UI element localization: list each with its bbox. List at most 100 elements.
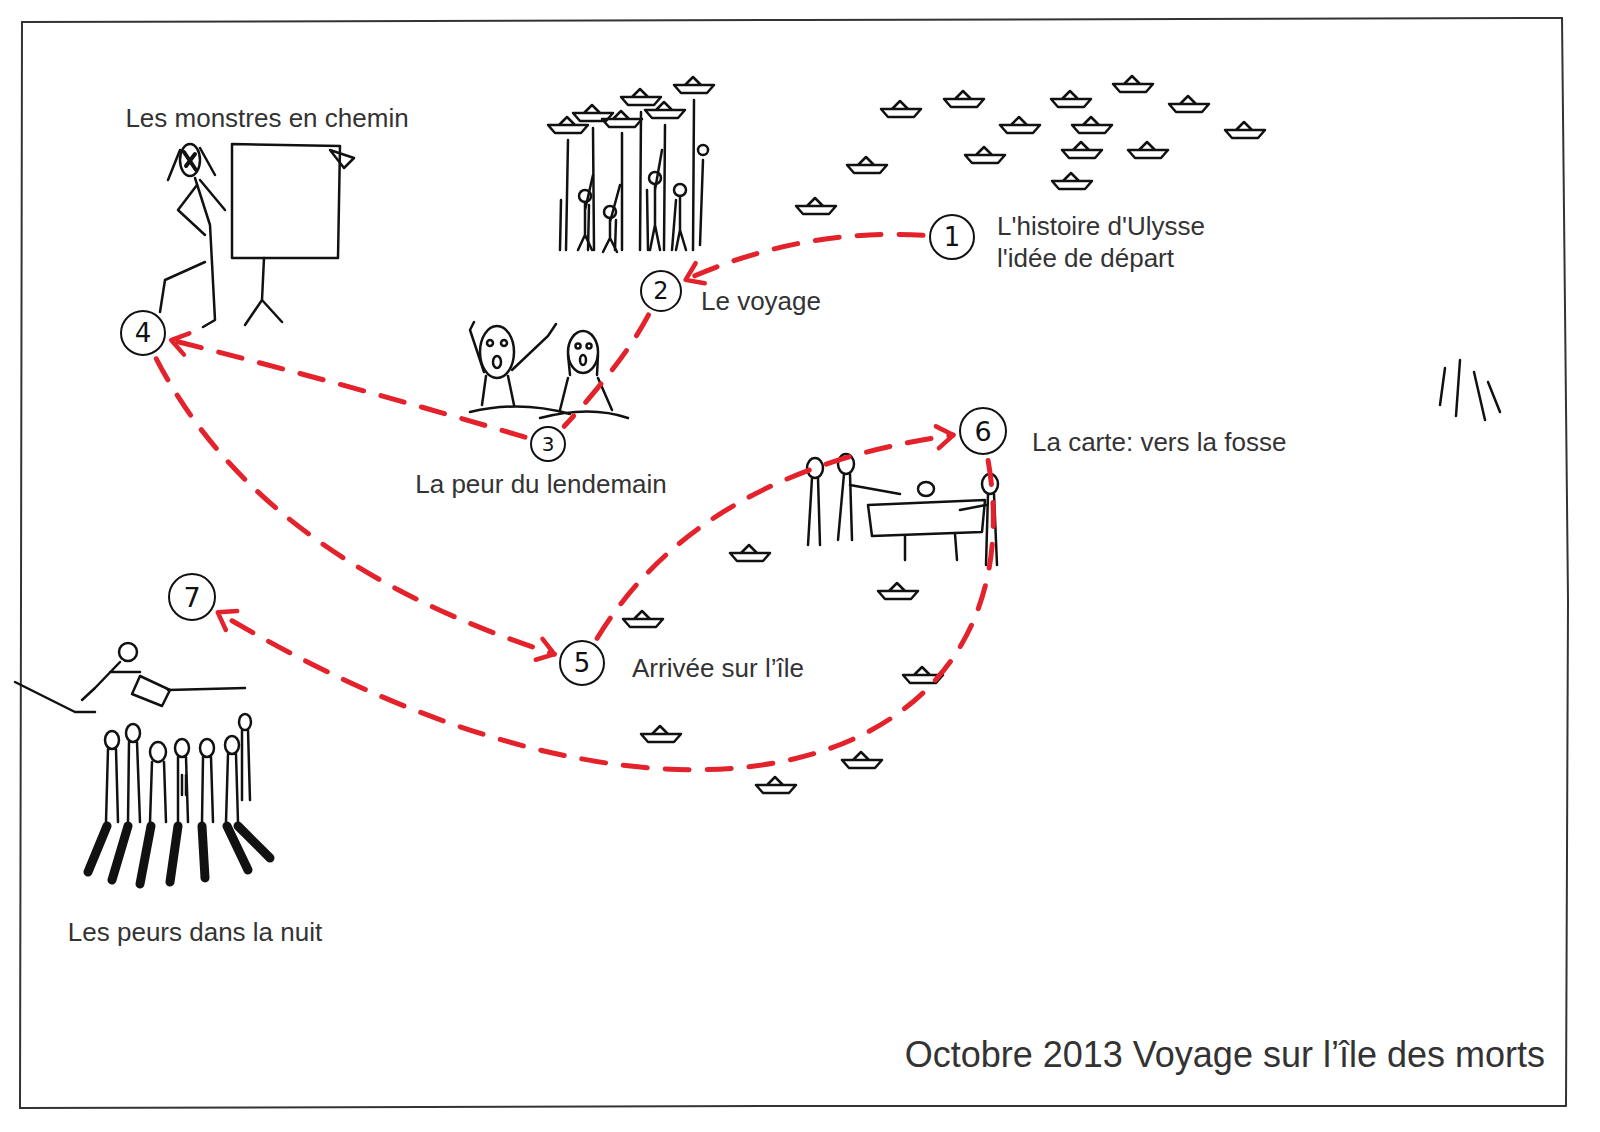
night-group [225, 736, 239, 754]
paper-boats [965, 147, 1005, 163]
monster-presenter [184, 152, 196, 170]
step-circle: 6La carte: vers la fosse [959, 407, 1007, 455]
dashed-route [597, 435, 953, 638]
paper-boats [847, 157, 887, 173]
map-table-group [808, 478, 820, 545]
paper-boats [878, 583, 918, 599]
callout-number: 7 [183, 584, 200, 611]
callout-number: 1 [944, 224, 961, 250]
paper-boats [1128, 142, 1168, 158]
paper-boats [1052, 173, 1092, 189]
frightened-figures [560, 378, 612, 410]
map-table-group [868, 500, 985, 536]
callout-number: 5 [574, 650, 591, 676]
paper-boats [1000, 117, 1040, 133]
paper-boats [944, 91, 984, 107]
monster-presenter [195, 178, 215, 327]
night-group [242, 730, 250, 800]
step-circle: 5Arrivée sur l’île [559, 640, 605, 686]
step-circle: 2Le voyage [640, 270, 682, 312]
hand-frame [20, 18, 1568, 1108]
callout-number: 6 [974, 418, 991, 445]
frightened-figures [540, 412, 628, 419]
night-group [150, 762, 166, 822]
step-circle: 4Les monstres en chemin [120, 310, 166, 356]
dashed-route [686, 234, 923, 279]
step-heading: La peur du lendemain [415, 468, 667, 500]
hand-frame [22, 18, 1562, 22]
monster-presenter [330, 150, 354, 168]
paper-boats [1051, 91, 1091, 107]
night-group [119, 643, 137, 661]
frightened-figures [493, 356, 501, 368]
boat-bearers [645, 102, 685, 118]
callout-number: 2 [653, 279, 668, 303]
frightened-figures [568, 331, 598, 373]
night-group [202, 757, 213, 822]
frightened-figures [487, 340, 493, 346]
paper-boats [1169, 96, 1209, 112]
night-group [105, 731, 119, 749]
caption: Octobre 2013 Voyage sur l’île des morts [905, 1034, 1545, 1076]
boat-bearers [649, 172, 661, 184]
night-group [88, 826, 270, 884]
step-heading: Arrivée sur l’île [632, 652, 804, 684]
paper-boats [1225, 122, 1265, 138]
hand-frame [20, 22, 22, 1108]
boat-bearers [674, 184, 686, 196]
dashed-route [564, 315, 648, 426]
hand-frame [20, 1106, 1566, 1108]
monster-presenter [160, 144, 354, 327]
frightened-figures [470, 322, 556, 372]
hand-frame [1562, 18, 1568, 1105]
paper-boats [796, 198, 836, 214]
night-group [15, 643, 270, 884]
map-table-group [807, 454, 998, 565]
paper-boats [1113, 76, 1153, 92]
boat-bearers [698, 145, 708, 155]
boat-bearers [640, 112, 648, 250]
night-group [239, 714, 251, 730]
callout-number: 3 [542, 434, 555, 454]
night-group [175, 739, 189, 757]
boat-bearers [578, 175, 593, 250]
step-circle: 7Les peurs dans la nuit [168, 573, 216, 621]
paper-boats [641, 726, 681, 742]
night-group [15, 682, 245, 712]
boat-bearers [693, 100, 703, 250]
monster-presenter [245, 258, 282, 325]
monster-presenter [178, 180, 225, 235]
monster-presenter [180, 144, 200, 176]
night-group [106, 749, 118, 822]
boat-bearers [603, 185, 620, 252]
frightened-figures [580, 355, 586, 365]
night-group [128, 742, 140, 822]
night-group [150, 742, 166, 762]
frightened-figures [568, 355, 598, 375]
night-group [182, 775, 186, 795]
step-circle: 1L'histoire d'Ulysse l'idée de départ [929, 214, 975, 260]
callout-number: 4 [135, 320, 152, 346]
frightened-figures [470, 322, 628, 418]
dashed-route [156, 359, 554, 654]
frightened-figures [501, 340, 507, 346]
frightened-figures [482, 376, 514, 405]
boat-bearers [602, 111, 642, 127]
night-group [132, 676, 170, 706]
boat-bearers [548, 117, 588, 133]
map-table-group [905, 534, 957, 560]
step-heading: Les peurs dans la nuit [68, 916, 322, 948]
frightened-figures [587, 344, 592, 349]
monster-presenter [232, 144, 340, 258]
paper-boats [842, 752, 882, 768]
paper-boats [881, 101, 921, 117]
boat-bearers [674, 77, 714, 93]
step-heading: Les monstres en chemin [125, 102, 408, 134]
dashed-route [171, 340, 525, 437]
night-group [226, 754, 238, 822]
night-group [126, 724, 140, 742]
paper-boats [756, 777, 796, 793]
frightened-figures [480, 326, 514, 378]
